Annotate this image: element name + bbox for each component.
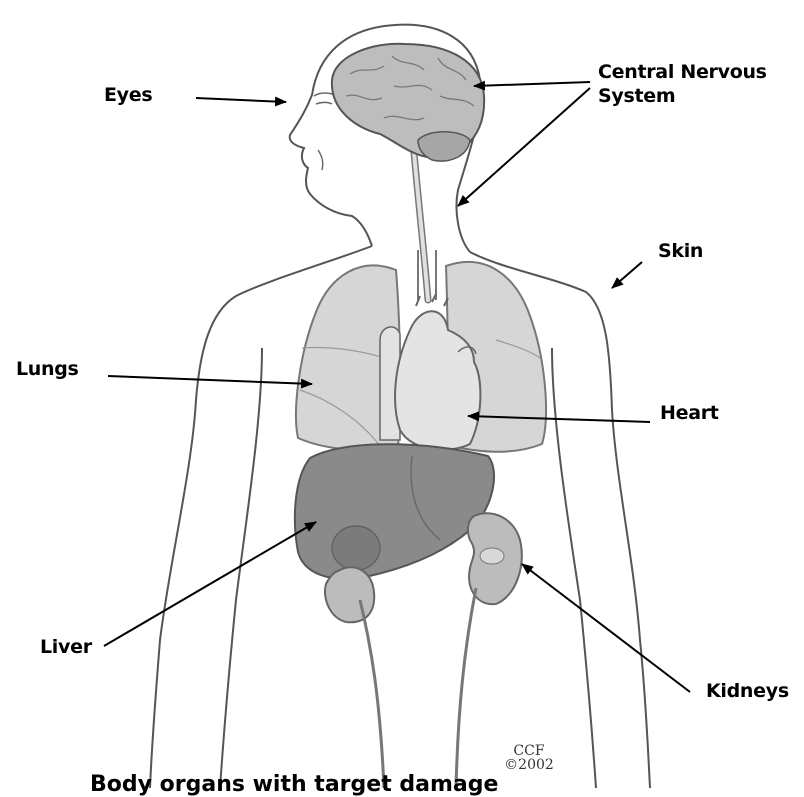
copyright-credit: CCF ©2002 <box>504 744 554 772</box>
cerebellum <box>418 132 470 161</box>
cns-arrow-brain <box>474 82 590 86</box>
label-central-nervous-system: Central Nervous System <box>598 60 767 108</box>
label-heart: Heart <box>660 402 719 424</box>
label-lungs: Lungs <box>16 358 79 380</box>
label-cns-line1: Central Nervous <box>598 60 767 84</box>
label-kidneys: Kidneys <box>706 680 789 702</box>
face-details <box>314 93 336 170</box>
kidney-left <box>325 567 374 622</box>
credit-line2: ©2002 <box>504 758 554 772</box>
label-liver: Liver <box>40 636 92 658</box>
label-skin: Skin <box>658 240 703 262</box>
lungs-arrow <box>108 376 312 384</box>
label-cns-line2: System <box>598 84 767 108</box>
figure-caption: Body organs with target damage <box>90 772 498 797</box>
eyes-arrow <box>196 98 286 102</box>
liver-arrow <box>104 522 316 646</box>
credit-line1: CCF <box>504 744 554 758</box>
kidneys-arrow <box>522 564 690 692</box>
label-eyes: Eyes <box>104 84 152 106</box>
liver <box>295 444 494 579</box>
ureters <box>360 588 476 788</box>
skin-arrow <box>612 262 642 288</box>
